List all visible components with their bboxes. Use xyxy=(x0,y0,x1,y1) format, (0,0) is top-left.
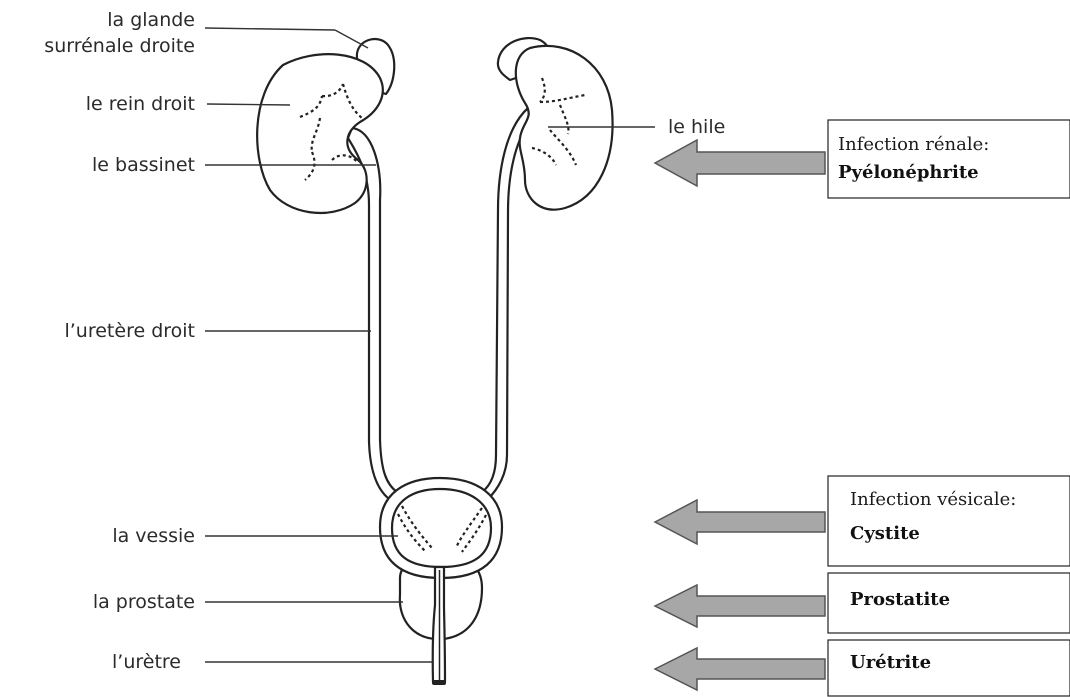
urethra-meatus xyxy=(432,680,446,685)
arrow-bladder xyxy=(655,500,825,544)
label-adrenal-line1: la glande xyxy=(107,9,195,31)
infection-box-renal xyxy=(828,120,1070,198)
label-hilum: le hile xyxy=(668,116,725,138)
label-renal-pelvis: le bassinet xyxy=(92,154,195,176)
label-bladder: la vessie xyxy=(112,525,195,547)
label-right-ureter: l’uretère droit xyxy=(64,320,195,342)
arrow-prostate xyxy=(655,585,825,627)
label-urethra: l’urètre xyxy=(112,651,181,673)
infection-bladder-title: Infection vésicale: xyxy=(850,489,1016,510)
leader-adrenal xyxy=(205,28,335,30)
leader-kidney-right xyxy=(207,104,290,105)
arrow-renal xyxy=(655,140,825,186)
label-prostate: la prostate xyxy=(93,591,195,613)
infection-urethra-name: Urétrite xyxy=(850,652,931,673)
infection-renal-title: Infection rénale: xyxy=(838,134,989,155)
infection-renal-name: Pyélonéphrite xyxy=(838,162,979,183)
leader-adrenal-b xyxy=(335,30,368,48)
infection-bladder-name: Cystite xyxy=(850,523,920,544)
bladder-inner-wall xyxy=(392,489,491,567)
arrow-urethra xyxy=(655,648,825,690)
label-adrenal-line2: surrénale droite xyxy=(44,35,195,57)
infection-prostate-name: Prostatite xyxy=(850,589,950,610)
label-right-kidney: le rein droit xyxy=(86,93,195,115)
left-kidney xyxy=(516,46,613,210)
